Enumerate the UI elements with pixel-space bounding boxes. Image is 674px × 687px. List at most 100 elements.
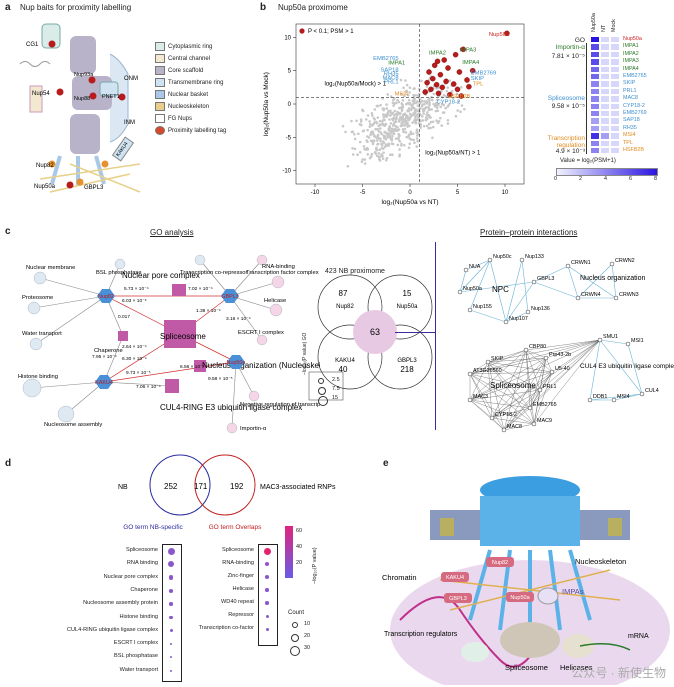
scatter-point-other (446, 122, 450, 125)
scatter-point-other (396, 110, 399, 114)
ppi-cluster-label: Spliceosome (490, 381, 536, 390)
ppi-edge-spliceosome (487, 361, 541, 391)
scatter-point-other (419, 122, 423, 126)
ppi-node-label: CRWN4 (581, 292, 601, 298)
dotplot-term: ESCRT I complex (113, 640, 158, 647)
scatter-point-significant (464, 77, 470, 83)
scatter-point-other (380, 132, 383, 136)
heatmap-row-label: EMB2765 (623, 73, 647, 79)
heatmap-row-label: EMB2769 (623, 110, 647, 116)
ppi-node-label: CUL4 (645, 388, 659, 394)
edge-pvalue: 7.02 × 10⁻⁴ (188, 286, 213, 292)
scatter-point-significant (469, 67, 476, 74)
dotplot-dot (170, 669, 172, 672)
heatmap-group-label: Importin-α (555, 44, 585, 51)
scatter-point-other (414, 101, 418, 105)
heatmap-cell (610, 102, 620, 110)
scatter-point-other (402, 113, 405, 116)
ppi-edge-spliceosome (529, 407, 535, 425)
dotplot-dot (169, 602, 173, 606)
legend-swatch (155, 102, 165, 111)
point-label: IMPA3 (459, 47, 476, 53)
edge-pvalue: 6.03 × 10⁻⁶ (122, 298, 147, 304)
scatter-point-other (399, 92, 403, 96)
dotplot-term: BSL phosphatase (114, 653, 158, 660)
y-tick-label: 10 (284, 35, 291, 41)
go-edge (65, 381, 105, 415)
ppi-edge-spliceosome (545, 339, 601, 359)
ppi-node (527, 405, 533, 411)
scatter-point-other (369, 139, 373, 143)
scatter-point-significant (460, 46, 466, 53)
dotplot-term: CUL4-RING ubiquitin ligase complex (66, 626, 158, 633)
size-legend-circle (318, 396, 328, 406)
go-node-label: Transcription co-repressor (180, 270, 248, 276)
label-nup88: Nup88 (74, 96, 90, 102)
scatter-point-other (401, 117, 405, 121)
scatter-point-other (396, 143, 400, 147)
scatter-point-other (380, 153, 383, 156)
heatmap-cell (610, 73, 620, 81)
scatter-point-other (406, 108, 410, 112)
edge-pvalue: 6.56 × 10⁻⁴ (180, 364, 205, 370)
scatter-point-significant (447, 91, 453, 98)
heatmap-cell (600, 139, 610, 147)
ppi-node-label: Prp43-2b (549, 352, 571, 358)
heatmap-column-label: NT (601, 24, 607, 32)
scatter-point-other (455, 92, 459, 96)
ppi-edge-spliceosome (533, 371, 553, 425)
annot-nt: log₂(Nup50a/NT) > 1 (425, 151, 481, 157)
ppi-edge (505, 259, 523, 323)
dotplot-term: Histone binding (119, 613, 158, 620)
scatter-point-other (370, 124, 374, 127)
node-spliceosome (164, 320, 196, 348)
edge-pvalue: 2.64 × 10⁻⁴ (122, 344, 147, 350)
heatmap-cell (590, 117, 600, 125)
gbpl3-label: GBPL3 (449, 596, 467, 602)
label-nup54: Nup54 (32, 91, 50, 97)
scatter-point-other (374, 128, 377, 131)
y-tick-label: 0 (288, 102, 292, 108)
scatter-point-other (419, 106, 422, 110)
go-edge (231, 361, 237, 429)
legend-label: Central channel (168, 55, 211, 62)
ppi-edge-spliceosome (503, 349, 527, 431)
y-tick-label: -5 (286, 135, 292, 141)
label-pnet1: PNET1 (102, 94, 120, 100)
scatter-point-other (434, 103, 437, 107)
ppi-node-label: DDB1 (593, 394, 607, 400)
scatter-point-other (375, 154, 379, 158)
core-scaffold-bottom (70, 114, 100, 154)
go-node-label: ESCRT I complex (238, 330, 284, 336)
scatter-point-other (362, 145, 366, 148)
scatter-point-other (382, 141, 386, 145)
ppi-node-label: GBPL3 (537, 276, 554, 282)
ppi-node-label: MSI1 (631, 338, 644, 344)
ppi-edge-spliceosome (525, 349, 531, 409)
scatter-point-other (414, 121, 417, 124)
membrane-block-right (608, 518, 622, 536)
bait-label: Nup50a (227, 360, 246, 366)
heatmap-cell (610, 124, 620, 133)
y-tick-label: 5 (288, 69, 292, 75)
transmembrane-ring (99, 81, 119, 97)
scatter-point-other (360, 160, 364, 164)
nup50a-label: Nup50a (510, 595, 530, 601)
legend-text: P < 0.1; PSM > 1 (308, 29, 354, 35)
heatmap-cell (610, 110, 620, 118)
scatter-point-other (422, 112, 426, 115)
scatter-point-other (382, 108, 385, 112)
ppi-edge-spliceosome (469, 361, 489, 375)
scatter-point-other (398, 140, 402, 143)
ppi-edge-spliceosome (469, 357, 547, 401)
scatter-point-other (416, 139, 419, 143)
scatter-point-other (373, 108, 377, 111)
ppi-edge-spliceosome (503, 423, 535, 431)
tag-nup54 (56, 88, 64, 96)
ppi-node (503, 319, 509, 325)
heatmap-cell (590, 65, 600, 73)
scatter-point-other (416, 118, 420, 121)
ppi-edge-spliceosome (533, 389, 541, 425)
scatter-point-other (397, 100, 401, 104)
box1-title: GO term NB-specific (123, 524, 183, 531)
